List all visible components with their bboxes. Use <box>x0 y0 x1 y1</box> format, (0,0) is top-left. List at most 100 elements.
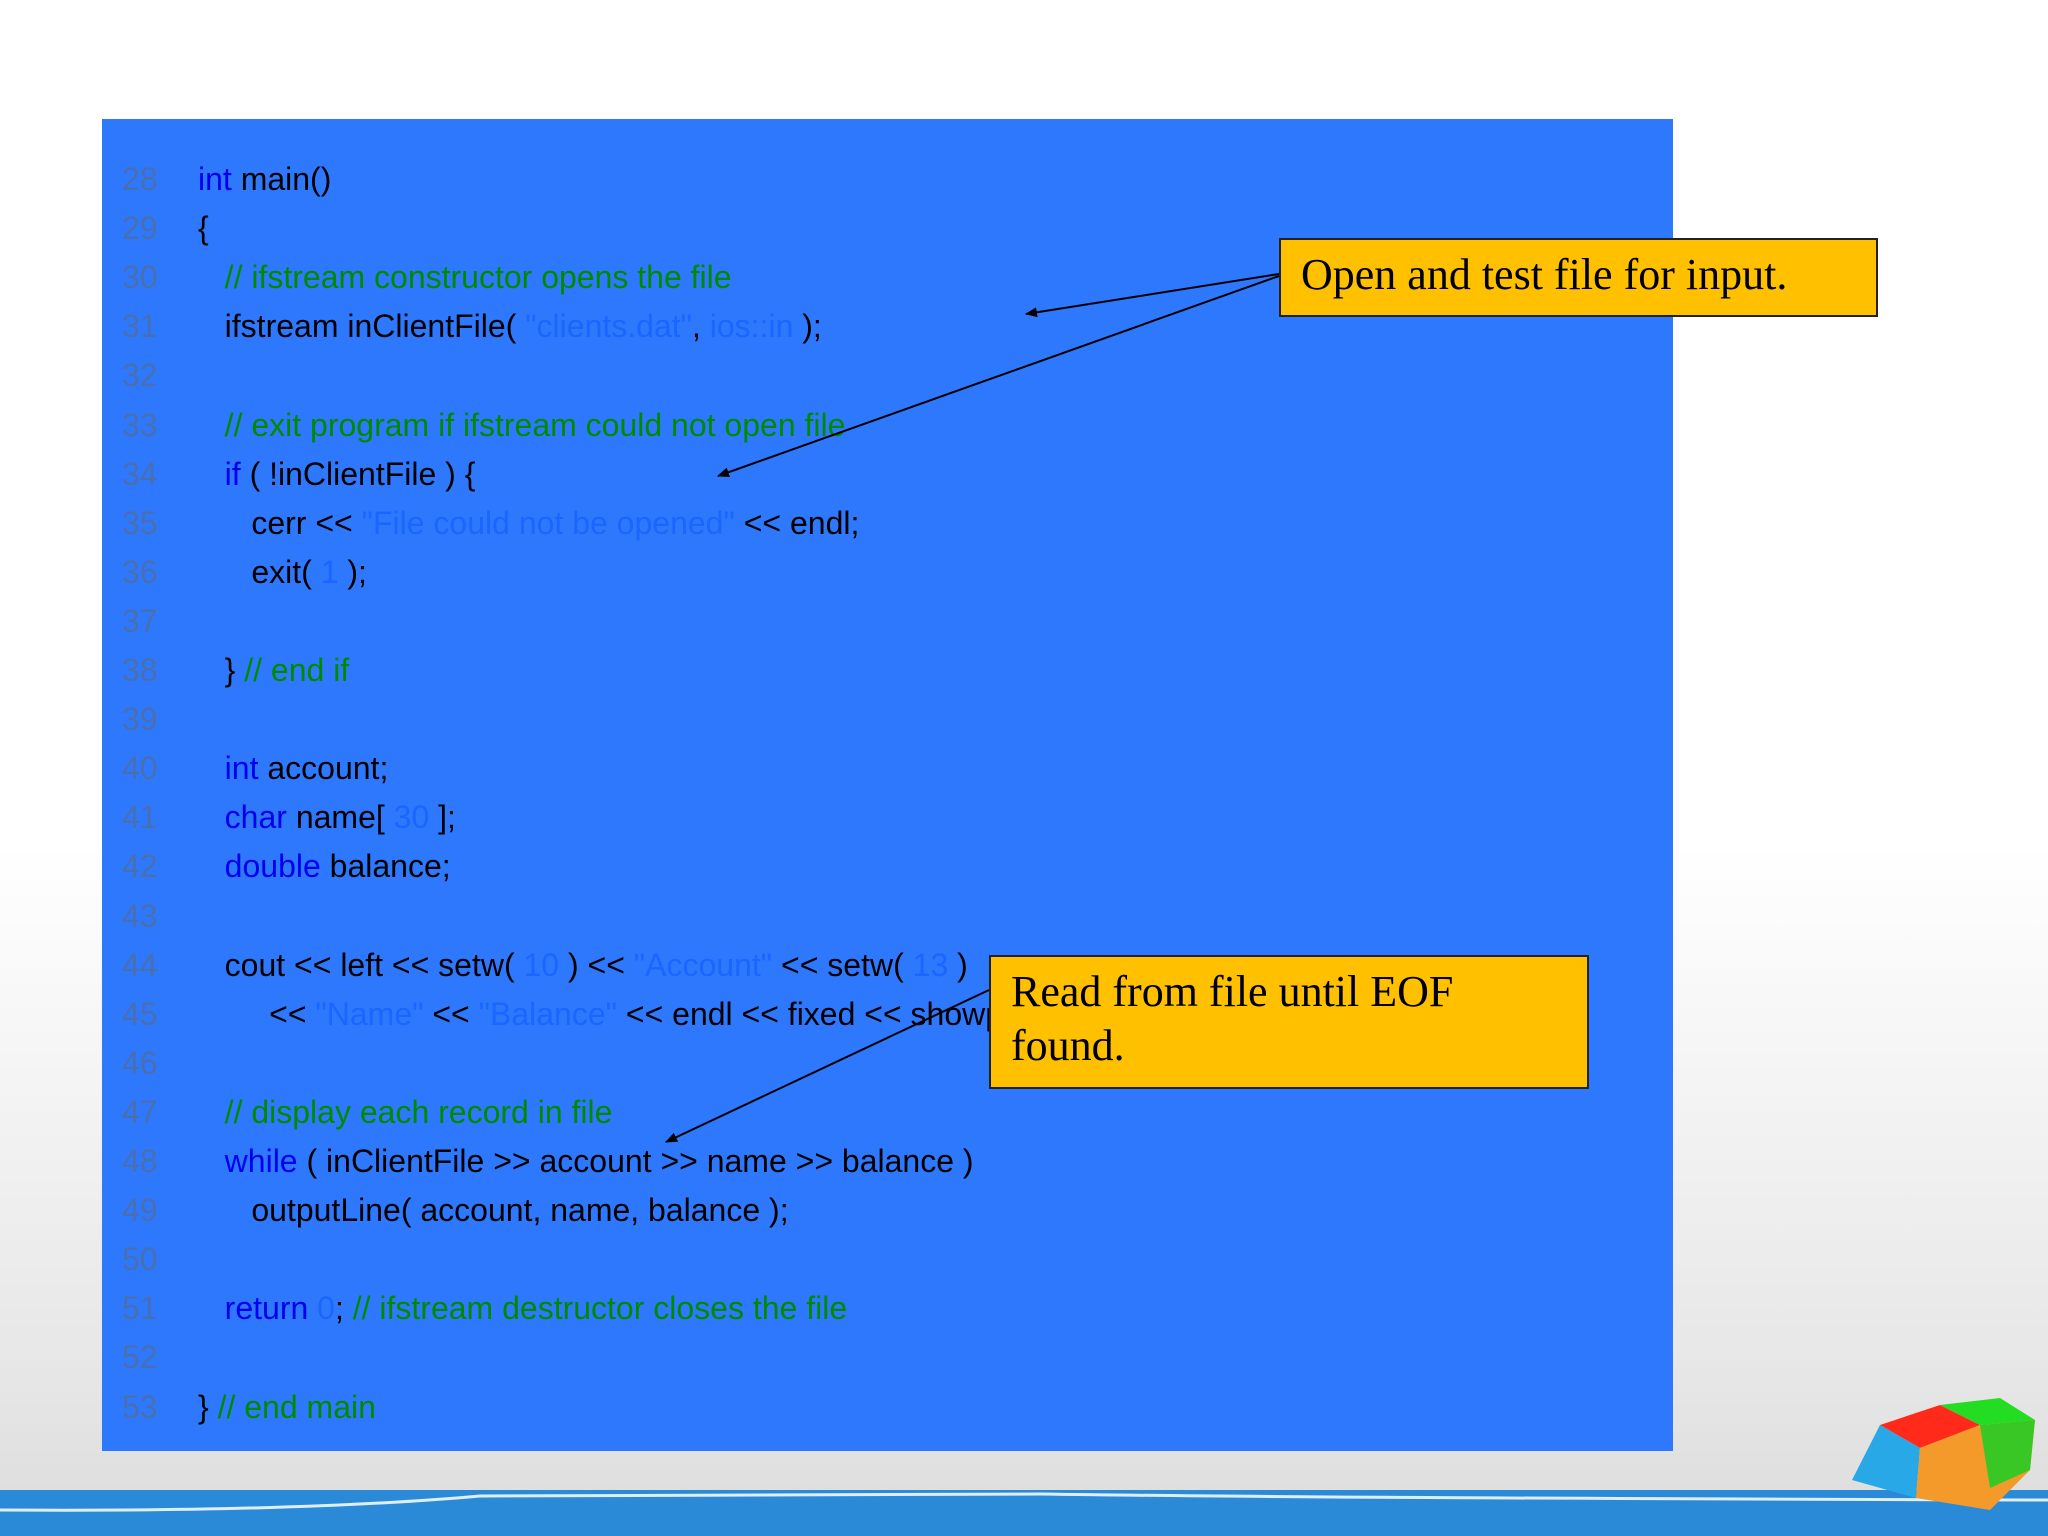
line-number: 34 <box>122 455 158 492</box>
code-token: name[ <box>286 799 394 836</box>
code-token: int <box>198 161 232 197</box>
code-text: double balance; <box>198 842 451 890</box>
code-token: ios::in <box>709 308 794 345</box>
code-token: cerr << <box>198 504 362 541</box>
code-panel: 28 int main() 29 {30 // ifstream constructo… <box>102 119 1673 1451</box>
line-number: 35 <box>122 504 158 541</box>
code-token: << setw( <box>772 946 913 983</box>
line-number: 44 <box>122 946 158 983</box>
code-token: "Balance" <box>478 995 617 1032</box>
line-number: 39 <box>122 701 158 738</box>
code-text: int account; <box>198 744 389 792</box>
code-token: { <box>198 210 209 247</box>
callout-read-eof-text: Read from file until EOF found. <box>1011 967 1454 1070</box>
code-text: // display each record in file <box>198 1088 613 1136</box>
line-number: 50 <box>122 1241 158 1278</box>
code-text: int main() <box>198 155 331 203</box>
code-token: // end main <box>217 1388 376 1425</box>
code-text: << "Name" << "Balance" << endl << fixed … <box>198 990 1063 1038</box>
code-token: if <box>198 455 241 492</box>
code-text: char name[ 30 ]; <box>198 793 456 841</box>
code-token: // display each record in file <box>198 1093 613 1130</box>
bottom-decorative-band <box>0 1490 2048 1536</box>
line-number: 40 <box>122 750 158 787</box>
line-number: 37 <box>122 602 158 639</box>
colored-cube-logo-icon <box>1852 1398 2035 1510</box>
line-number: 51 <box>122 1290 158 1327</box>
line-number: 45 <box>122 995 158 1032</box>
code-token: account; <box>258 750 389 787</box>
callout-open-test-text: Open and test file for input. <box>1301 250 1788 299</box>
line-number: 28 <box>122 161 158 197</box>
line-number: 33 <box>122 406 158 443</box>
line-number: 36 <box>122 553 158 590</box>
code-token: 0 <box>308 1290 335 1327</box>
code-token: ) << <box>559 946 634 983</box>
code-token: outputLine( account, name, balance ); <box>198 1192 789 1229</box>
code-text: exit( 1 ); <box>198 548 367 596</box>
code-token: } <box>198 652 245 688</box>
code-token: "Name" <box>315 995 424 1032</box>
code-token: 1 <box>320 553 339 590</box>
code-text: if ( !inClientFile ) { <box>198 450 476 498</box>
code-token: cout << left << setw( <box>198 946 524 983</box>
code-text: } // end if <box>198 646 350 694</box>
code-token: << <box>423 995 479 1032</box>
code-token: , <box>691 308 710 345</box>
line-number: 30 <box>122 259 158 296</box>
code-token: 30 <box>393 799 430 836</box>
code-token: } <box>198 1388 218 1425</box>
code-text: outputLine( account, name, balance ); <box>198 1186 789 1234</box>
line-number: 43 <box>122 897 158 934</box>
code-token: 13 <box>912 946 949 983</box>
line-number: 31 <box>122 308 158 345</box>
code-text: // ifstream constructor opens the file <box>198 253 732 301</box>
code-token: "clients.dat" <box>525 308 692 345</box>
code-text: ifstream inClientFile( "clients.dat", io… <box>198 302 822 350</box>
line-number: 53 <box>122 1388 158 1425</box>
code-token: "File could not be opened" <box>361 504 735 541</box>
code-token: << <box>198 995 316 1032</box>
callout-read-until-eof: Read from file until EOF found. <box>989 955 1589 1089</box>
code-text: { <box>198 204 209 252</box>
code-token: // ifstream constructor opens the file <box>198 259 732 296</box>
code-token: exit( <box>198 553 321 590</box>
line-number: 48 <box>122 1143 158 1179</box>
line-number: 41 <box>122 799 158 836</box>
code-token: // end if <box>244 652 350 688</box>
line-number: 42 <box>122 848 158 885</box>
code-token: ) <box>948 946 968 983</box>
callout-open-test-file: Open and test file for input. <box>1279 238 1878 317</box>
code-token: << endl; <box>734 504 860 541</box>
line-number: 32 <box>122 357 158 394</box>
code-text: while ( inClientFile >> account >> name … <box>198 1137 974 1185</box>
code-token: while <box>198 1143 298 1179</box>
code-token: ( !inClientFile ) { <box>240 455 476 492</box>
code-token: ; <box>334 1290 353 1327</box>
code-token: ifstream inClientFile( <box>198 308 526 345</box>
code-token: // exit program if ifstream could not op… <box>198 406 846 443</box>
code-token: char <box>198 799 287 836</box>
line-number: 49 <box>122 1192 158 1229</box>
line-number: 52 <box>122 1339 158 1376</box>
code-text: return 0; // ifstream destructor closes … <box>198 1284 847 1332</box>
line-number: 46 <box>122 1044 158 1081</box>
line-number: 29 <box>122 210 158 247</box>
code-token: ( inClientFile >> account >> name >> bal… <box>297 1143 974 1179</box>
code-token: main() <box>231 161 332 197</box>
code-token: int <box>198 750 259 787</box>
code-token: double <box>198 848 321 885</box>
code-token: 10 <box>523 946 560 983</box>
code-text: cerr << "File could not be opened" << en… <box>198 499 859 547</box>
code-token: ]; <box>429 799 456 836</box>
code-text: cout << left << setw( 10 ) << "Account" … <box>198 941 968 989</box>
code-token: "Account" <box>633 946 773 983</box>
code-text: // exit program if ifstream could not op… <box>198 401 846 449</box>
line-number: 38 <box>122 652 158 688</box>
code-token: balance; <box>320 848 451 885</box>
code-token: ); <box>793 308 822 345</box>
line-number: 47 <box>122 1093 158 1130</box>
code-token: return <box>198 1290 309 1327</box>
code-token: ); <box>338 553 367 590</box>
code-token: // ifstream destructor closes the file <box>352 1290 848 1327</box>
